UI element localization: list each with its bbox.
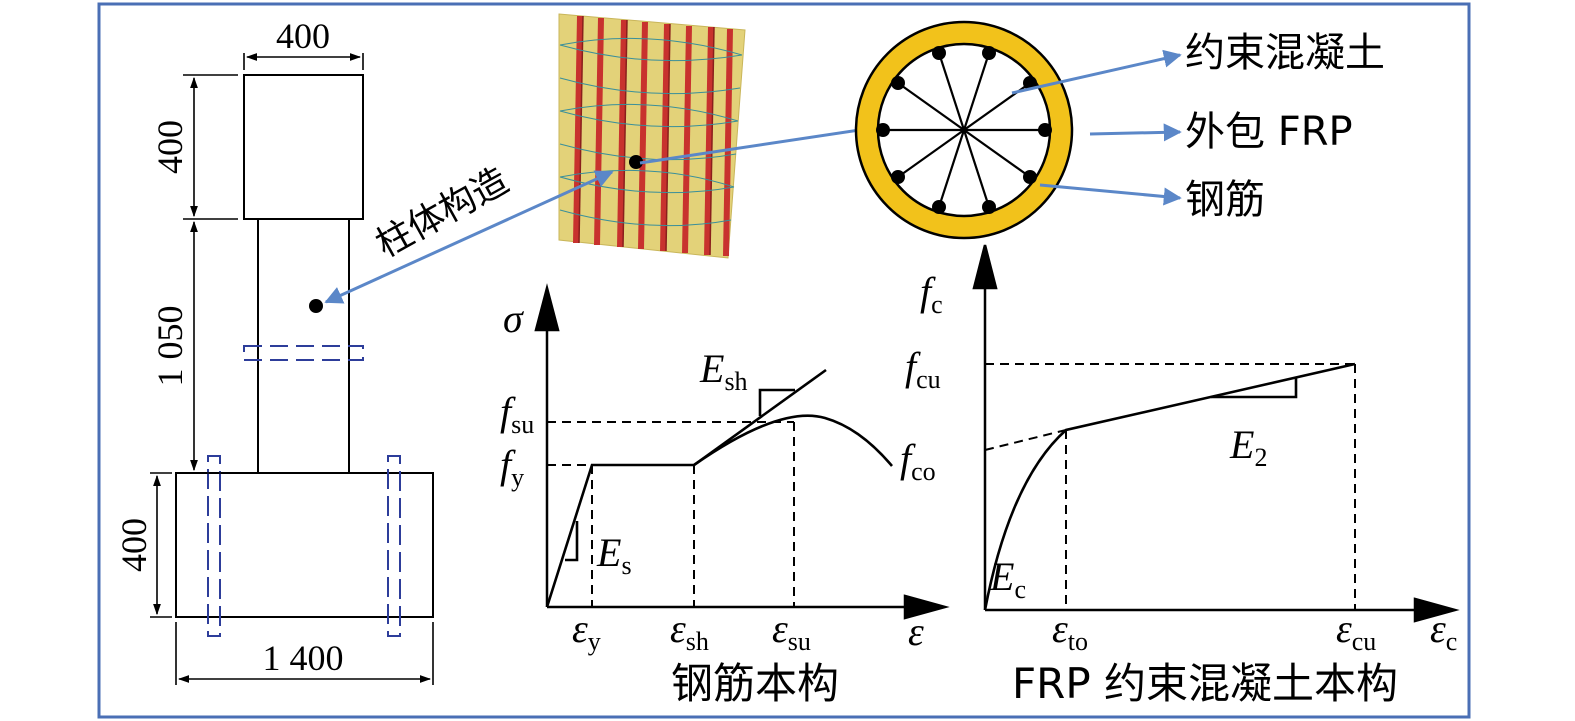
label-eps-y: εy [572,606,601,656]
label-eps-c: εc [1430,606,1457,656]
concrete-stress-curve [983,362,1356,611]
cage-point-marker [629,155,643,169]
dim-label-base-height: 400 [114,518,154,572]
label-frp-jacket: 外包 FRP [1185,109,1353,155]
base-dashed-slot-left [207,455,221,637]
dim-label-base-width: 1 400 [263,638,344,678]
steel-x-axis-label: ε [908,609,924,654]
label-E-c: Ec [989,554,1026,604]
label-E-sh: Esh [699,346,748,396]
concrete-chart-title: FRP 约束混凝土本构 [1012,659,1398,708]
column-top-block [243,74,364,220]
dim-label-top-width: 400 [276,16,330,56]
steel-Es-slope-triangle [565,521,579,562]
arrow-steel-rebar [1039,183,1182,206]
concrete-stress-strain-chart [972,244,1460,623]
steel-hardening-tangent [693,368,827,467]
label-f-c: fc [920,269,943,319]
label-eps-su: εsu [772,606,811,656]
callout-arrow-to-column [324,170,614,304]
label-f-cu: fcu [905,344,941,394]
steel-stress-curve [545,414,893,608]
steel-chart-title: 钢筋本构 [671,659,839,708]
label-f-su: fsu [500,389,534,439]
column-base-block [175,472,434,618]
steel-Esh-slope-triangle [758,388,795,416]
steel-stress-strain-chart [534,283,950,620]
outer-frame [97,2,1471,719]
dashed-blue-marks [207,345,401,637]
label-eps-sh: εsh [670,606,709,656]
label-E-s: Es [596,530,632,580]
column-point-marker [309,299,323,313]
rebar-cage-render [558,13,746,259]
label-steel-rebar: 钢筋 [1185,177,1265,223]
label-f-y: fy [500,442,524,492]
label-confined-concrete: 约束混凝土 [1185,30,1385,76]
arrow-frp-jacket [1089,123,1182,142]
label-f-co: fco [900,436,936,486]
steel-rebar-dots [876,46,1052,214]
concrete-E2-slope-triangle [1211,378,1298,399]
dim-label-shaft-height: 1 050 [150,306,190,387]
steel-y-axis-label: σ [503,296,524,341]
dimension-lines [150,53,434,685]
base-dashed-slot-right [387,455,401,637]
dim-label-top-height: 400 [150,120,190,174]
shaft-dashed-band [243,345,364,361]
arrow-confined-concrete [1011,49,1182,95]
label-eps-to: εto [1052,606,1088,656]
label-eps-cu: εcu [1336,606,1376,656]
cross-section [854,20,1074,240]
label-E-2: E2 [1229,422,1267,472]
